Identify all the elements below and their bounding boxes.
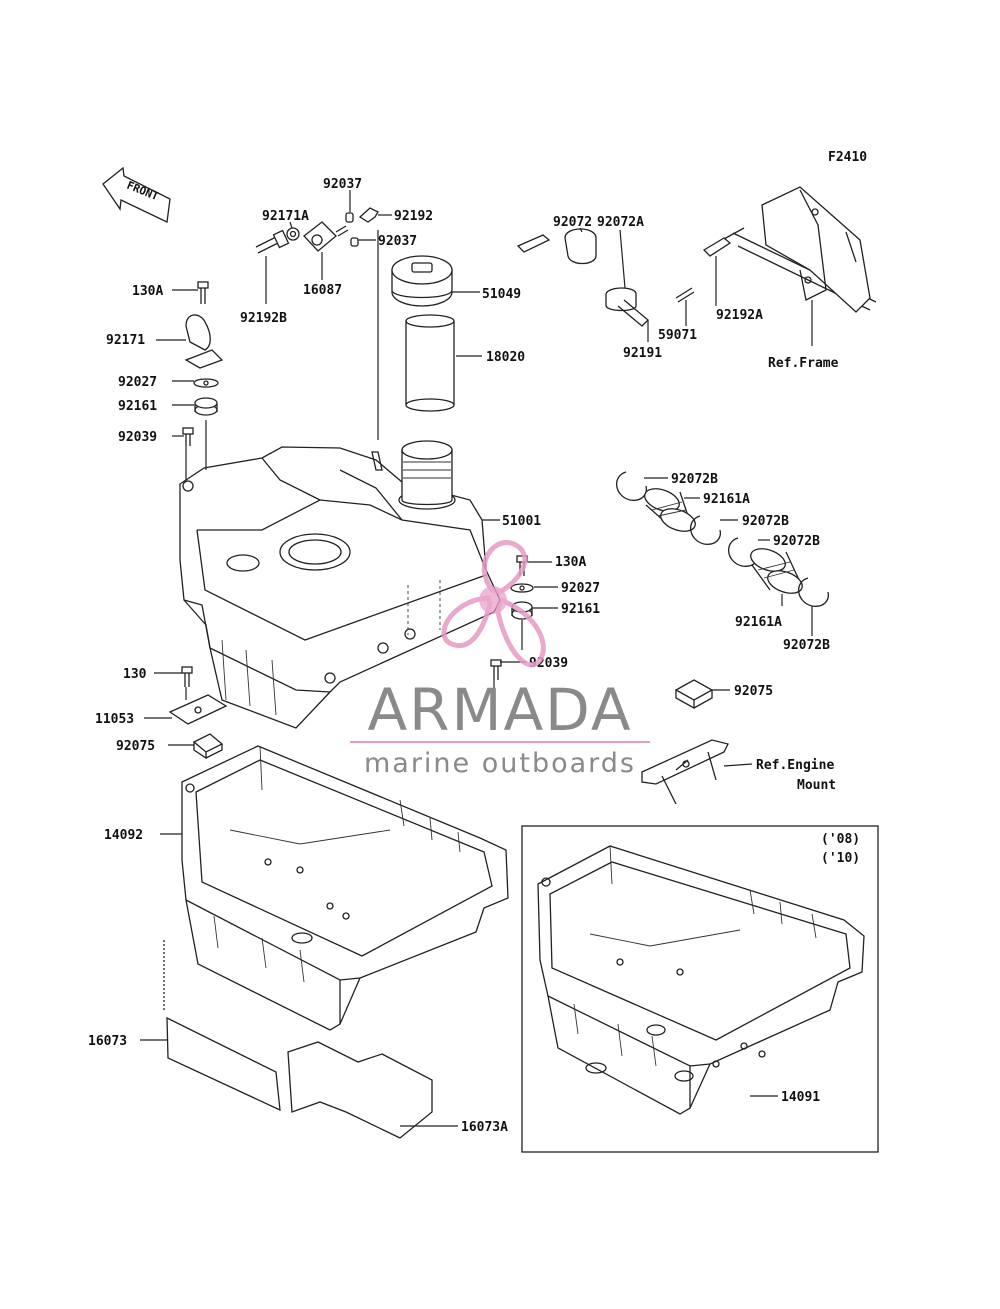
label-16073a: 16073A [461, 1120, 508, 1135]
part-14092-tank-tray [181, 745, 509, 1031]
part-92027-collar-mid [510, 583, 534, 593]
label-92192: 92192 [394, 209, 433, 224]
part-14091-tank-tray [537, 845, 865, 1115]
label-ref-frame: Ref.Frame [768, 356, 839, 371]
part-51049-fuel-cap [391, 255, 453, 307]
part-92039-bolt-mid [490, 659, 502, 680]
label-92191: 92191 [623, 346, 662, 361]
part-92037-clip-lower [350, 237, 359, 247]
part-92161a-hose-2 [750, 548, 803, 594]
label-92161-left: 92161 [118, 399, 157, 414]
part-16073-insulator-sheet [163, 940, 281, 1112]
label-16073: 16073 [88, 1034, 127, 1049]
label-92072a: 92072A [597, 215, 644, 230]
part-18020-filler-tube [405, 314, 455, 412]
label-16087: 16087 [303, 283, 342, 298]
part-59071-pin [675, 287, 695, 303]
label-ref-engine: Ref.Engine [756, 758, 834, 773]
label-92075-right: 92075 [734, 684, 773, 699]
part-labels: 92037 92192 92037 92171A 16087 92192B 51… [88, 177, 839, 1135]
part-11053-bracket [168, 694, 228, 725]
front-label: FRONT [125, 179, 161, 204]
part-92075-pad-right [674, 679, 714, 710]
label-92037-top: 92037 [323, 177, 362, 192]
label-92171a: 92171A [262, 209, 309, 224]
watermark-brand: ARMADA [367, 676, 632, 744]
label-92072b-4: 92072B [783, 638, 830, 653]
part-92192a-joint [702, 227, 745, 257]
label-92072b-2: 92072B [742, 514, 789, 529]
label-92072: 92072 [553, 215, 592, 230]
label-92161a-1: 92161A [703, 492, 750, 507]
label-ref-engine-mount: Mount [797, 778, 836, 793]
label-14091: 14091 [781, 1090, 820, 1105]
part-92027-collar-left [193, 378, 219, 388]
part-92072b-clamp-1 [616, 471, 648, 501]
label-92171: 92171 [106, 333, 145, 348]
part-92075-pad-left [192, 733, 224, 760]
part-92072-hose-set [516, 228, 649, 327]
front-direction-arrow: FRONT [102, 166, 171, 223]
part-92171-bracket [184, 314, 224, 369]
model-note-08: ('08) [821, 832, 860, 847]
part-92192b-fitting [255, 229, 290, 254]
part-92039-bolt-left [182, 427, 194, 446]
label-51001: 51001 [502, 514, 541, 529]
label-92192a: 92192A [716, 308, 763, 323]
ref-engine-mount [641, 739, 729, 805]
label-92072b-3: 92072B [773, 534, 820, 549]
label-18020: 18020 [486, 350, 525, 365]
label-92039-left: 92039 [118, 430, 157, 445]
propeller-logo-icon [441, 540, 546, 668]
ref-frame-bracket [732, 186, 877, 313]
part-92192-elbow-hose [358, 207, 379, 223]
label-11053: 11053 [95, 712, 134, 727]
part-92072b-clamp-2 [690, 515, 722, 545]
part-92072b-clamp-4 [798, 577, 830, 607]
label-92037-lower: 92037 [378, 234, 417, 249]
label-92161-mid: 92161 [561, 602, 600, 617]
part-130a-bolt-left [197, 281, 209, 304]
label-130a-mid: 130A [555, 555, 586, 570]
label-130: 130 [123, 667, 147, 682]
label-51049: 51049 [482, 287, 521, 302]
leader-lines [140, 190, 813, 1127]
part-16073a-insulator-sheet [287, 1041, 433, 1139]
part-92037-clip-top [345, 212, 354, 223]
label-92027-left: 92027 [118, 375, 157, 390]
label-92192b: 92192B [240, 311, 287, 326]
figure-code: F2410 [828, 150, 867, 165]
label-92027-mid: 92027 [561, 581, 600, 596]
model-variant-box: ('08) ('10) [521, 825, 879, 1153]
part-51001-fuel-tank [179, 440, 501, 729]
part-92161-grommet-left [194, 397, 218, 416]
part-130-bolt [181, 666, 193, 687]
model-note-10: ('10) [821, 851, 860, 866]
part-92161a-hose-1 [644, 488, 696, 532]
armada-watermark: ARMADA marine outboards [350, 540, 650, 779]
part-92171a-clamp [286, 227, 300, 241]
label-130a-top: 130A [132, 284, 163, 299]
watermark-tagline: marine outboards [364, 748, 636, 779]
label-92161a-2: 92161A [735, 615, 782, 630]
label-59071: 59071 [658, 328, 697, 343]
label-92075-left: 92075 [116, 739, 155, 754]
label-14092: 14092 [104, 828, 143, 843]
label-92072b-1: 92072B [671, 472, 718, 487]
part-16087-fuel-filter [303, 221, 349, 252]
